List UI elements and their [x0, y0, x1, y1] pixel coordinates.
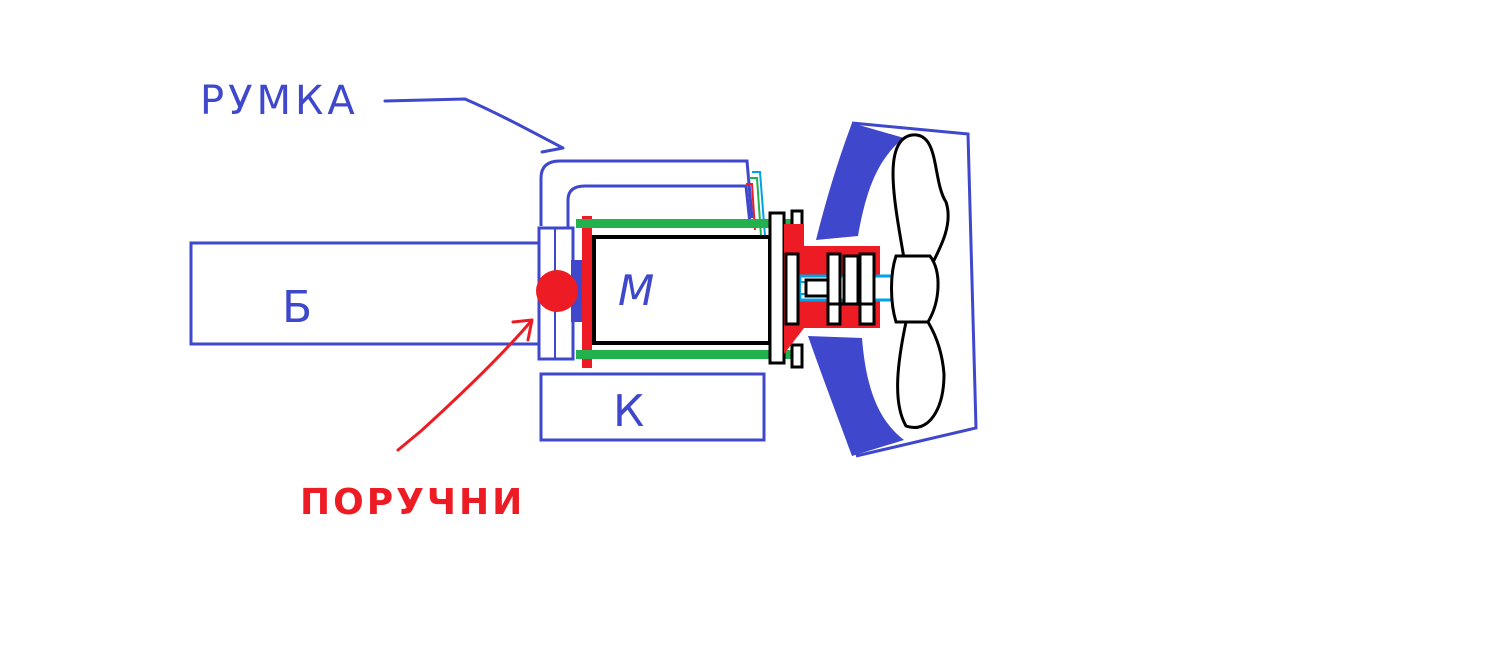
motor-body — [592, 235, 772, 345]
label-motor: М — [618, 266, 654, 315]
label-controller: К — [613, 386, 644, 437]
propeller-hub — [890, 254, 940, 324]
propeller-blade-top — [891, 133, 950, 274]
coupler-disk-2 — [842, 254, 860, 306]
label-rumka: РУМКА — [200, 78, 359, 124]
prop-guard-fill — [816, 123, 904, 240]
handle-inner — [566, 184, 752, 228]
prop-guard-outline — [851, 121, 978, 458]
label-poruchni: ПОРУЧНИ — [300, 482, 525, 523]
handle-cable-red — [746, 183, 756, 231]
prop-guard-fill-lower — [808, 336, 904, 456]
label-battery: Б — [282, 282, 312, 333]
tie-rod-bottom — [576, 350, 802, 359]
coupler-disk-3 — [858, 252, 876, 326]
coupler-disk-1 — [826, 252, 842, 326]
handle-outer — [539, 159, 754, 226]
shaft-end-block — [804, 278, 830, 298]
flange-bolt-bottom — [790, 343, 804, 369]
rumka-pointer-arrow — [383, 97, 565, 154]
handle-cable-cyan — [752, 171, 766, 237]
motor-mount-plate — [582, 216, 592, 368]
controller-box — [539, 372, 766, 442]
handle-cable-green — [749, 177, 762, 237]
coupler-left — [784, 252, 800, 326]
handrail-clamp-dot — [536, 270, 578, 312]
battery-box — [189, 241, 541, 346]
motor-end-flange — [768, 211, 786, 365]
propeller-blade-bottom — [896, 320, 946, 429]
poruchni-pointer-arrow — [396, 318, 534, 452]
tie-rod-top — [576, 219, 802, 228]
